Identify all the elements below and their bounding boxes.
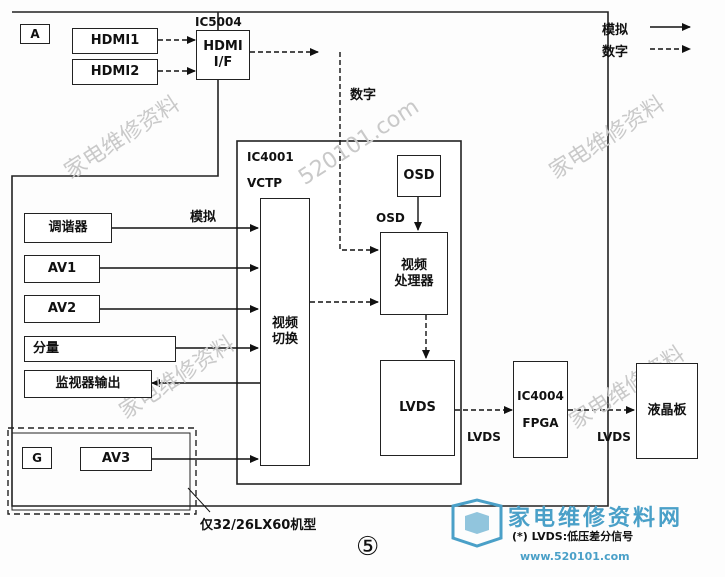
av3-input: AV3 — [80, 447, 152, 471]
lvds-output-label: LVDS — [597, 430, 631, 444]
video-switch-line2: 切换 — [271, 332, 298, 347]
osd-block: OSD — [397, 155, 441, 197]
video-processor: 视频 处理器 — [380, 232, 448, 315]
legend-analog: 模拟 — [602, 23, 629, 38]
av2-input: AV2 — [24, 295, 100, 323]
ic5004-line1: HDMI — [203, 39, 243, 55]
monitor-output: 监视器输出 — [24, 370, 152, 398]
ic4001-id: IC4001 — [247, 150, 294, 164]
ic4004-name: FPGA — [522, 415, 559, 430]
tuner-input: 调谐器 — [24, 213, 112, 243]
board-g-label: G — [22, 447, 52, 469]
ic4004-fpga: IC4004 FPGA — [513, 361, 568, 458]
ic5004-line2: I/F — [213, 55, 233, 70]
component-input: 分量 — [24, 336, 176, 362]
lvds-block: LVDS — [380, 360, 455, 456]
ic5004-hdmi-if: HDMI I/F — [196, 30, 250, 80]
lcd-panel: 液晶板 — [636, 363, 698, 459]
ic4004-id: IC4004 — [517, 389, 564, 404]
video-processor-line2: 处理器 — [394, 273, 434, 289]
hdmi1-input: HDMI1 — [72, 28, 158, 54]
lvds-footnote: (*) LVDS:低压差分信号 — [512, 530, 634, 543]
ic4001-name: VCTP — [247, 176, 283, 190]
av1-input: AV1 — [24, 255, 100, 283]
ic5004-id: IC5004 — [195, 15, 242, 29]
video-processor-line1: 视频 — [400, 257, 427, 273]
osd-signal-label: OSD — [376, 211, 405, 225]
board-g-outline — [7, 427, 197, 515]
site-logo — [451, 498, 503, 548]
model-note: 仅32/26LX60机型 — [200, 518, 317, 533]
legend-digital: 数字 — [602, 45, 629, 60]
lvds-signal-label: LVDS — [467, 430, 501, 444]
site-url: www.520101.com — [520, 550, 630, 563]
video-switch-line1: 视频 — [271, 316, 298, 332]
analog-label: 模拟 — [190, 210, 217, 225]
site-name: 家电维修资料网 — [508, 506, 684, 531]
board-g-inner — [11, 432, 191, 511]
figure-number: ⑤ — [356, 532, 380, 562]
board-a-label: A — [20, 24, 50, 44]
hdmi2-input: HDMI2 — [72, 59, 158, 85]
video-switch: 视频 切换 — [260, 198, 310, 466]
digital-label: 数字 — [350, 88, 377, 103]
